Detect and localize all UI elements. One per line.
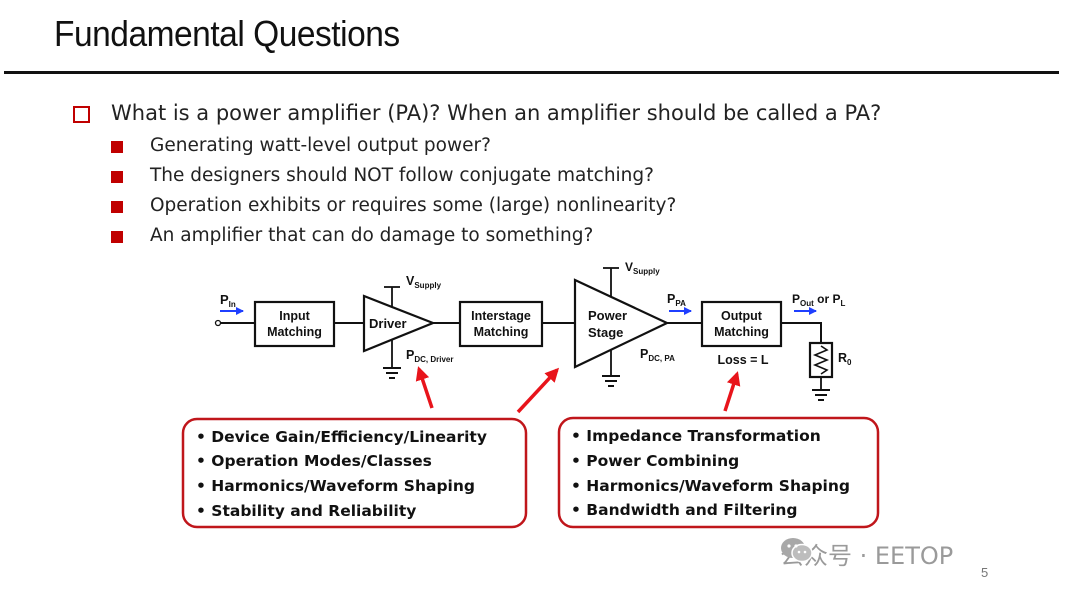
right-box-item: • Bandwidth and Filtering xyxy=(571,501,797,519)
interstage-line2: Matching xyxy=(474,325,529,339)
slide-title: Fundamental Questions xyxy=(54,13,400,54)
r0-label: R0 xyxy=(838,351,852,367)
device-considerations-box xyxy=(181,417,528,529)
sub-question-text: Generating watt-level output power? xyxy=(150,135,491,156)
wechat-logo-icon xyxy=(781,538,813,563)
driver-annotation-arrow-icon xyxy=(415,366,434,409)
input-matching-line1: Input xyxy=(279,309,310,323)
output-annotation-arrow-icon xyxy=(723,371,741,412)
input-matching-block xyxy=(253,300,336,348)
filled-square-bullet-icon xyxy=(111,171,123,183)
right-box-item: • Impedance Transformation xyxy=(571,427,821,445)
left-box-item: • Operation Modes/Classes xyxy=(196,452,432,470)
filled-square-bullet-icon xyxy=(111,141,123,153)
left-box-item: • Device Gain/Efficiency/Linearity xyxy=(196,428,487,446)
sub-question-text: The designers should NOT follow conjugat… xyxy=(150,165,654,186)
right-box-item: • Power Combining xyxy=(571,452,739,470)
title-divider xyxy=(4,71,1059,74)
pa-ground-icon xyxy=(602,375,620,387)
load-ground-icon xyxy=(812,389,830,401)
ppa-label: PPA xyxy=(667,292,686,308)
right-box-item: • Harmonics/Waveform Shaping xyxy=(571,477,850,495)
power-stage-line2: Stage xyxy=(588,325,623,340)
driver-vsupply-label: VSupply xyxy=(406,274,442,290)
loss-label: Loss = L xyxy=(717,353,768,367)
pa-pdc-label: PDC, PA xyxy=(640,347,675,363)
resistor-icon xyxy=(812,345,830,375)
driver-ground-icon xyxy=(383,367,401,379)
input-port-icon xyxy=(214,319,222,327)
input-matching-line2: Matching xyxy=(267,325,322,339)
sub-question-text: An amplifier that can do damage to somet… xyxy=(150,225,594,246)
output-matching-line1: Output xyxy=(721,309,763,323)
pa-annotation-arrow-icon xyxy=(516,367,560,414)
power-stage-line1: Power xyxy=(588,308,627,323)
main-question-text: What is a power amplifier (PA)? When an … xyxy=(111,101,882,125)
driver-amplifier-icon xyxy=(362,294,436,353)
driver-pdc-label: PDC, Driver xyxy=(406,348,453,364)
hollow-square-bullet-icon xyxy=(73,106,90,123)
output-matching-line2: Matching xyxy=(714,325,769,339)
interstage-line1: Interstage xyxy=(471,309,531,323)
power-stage-amplifier-icon xyxy=(573,278,670,369)
filled-square-bullet-icon xyxy=(111,231,123,243)
driver-label: Driver xyxy=(369,316,407,331)
matching-considerations-box xyxy=(557,416,880,529)
pin-label: PIn xyxy=(220,292,236,309)
left-box-item: • Harmonics/Waveform Shaping xyxy=(196,477,475,495)
filled-square-bullet-icon xyxy=(111,201,123,213)
left-box-item: • Stability and Reliability xyxy=(196,502,416,520)
pout-label: POut or PL xyxy=(792,292,845,308)
sub-question-text: Operation exhibits or requires some (lar… xyxy=(150,195,677,216)
pa-vsupply-label: VSupply xyxy=(625,260,660,276)
page-number: 5 xyxy=(981,565,989,580)
watermark: 公众号 · EETOP xyxy=(780,536,953,571)
